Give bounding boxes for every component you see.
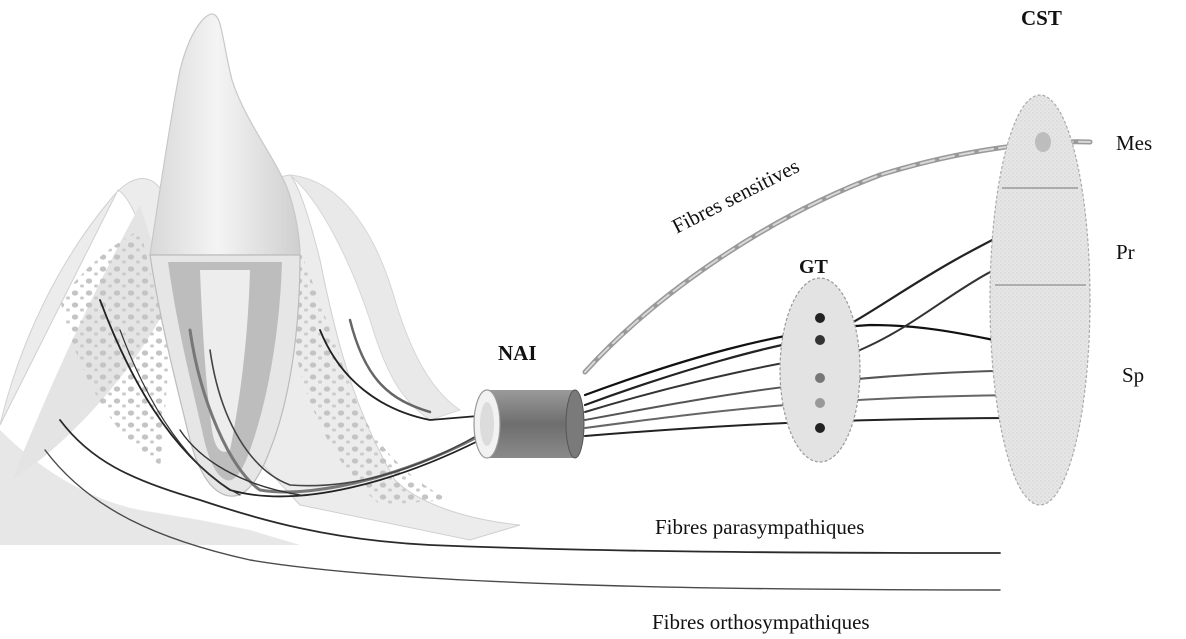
label-gt: GT	[799, 256, 828, 279]
label-cst: CST	[1021, 6, 1062, 31]
label-fibres-parasympathiques: Fibres parasympathiques	[655, 515, 864, 540]
label-sp: Sp	[1122, 363, 1144, 388]
cst-trigeminal-nucleus	[990, 95, 1090, 505]
tooth	[150, 14, 300, 496]
label-mes: Mes	[1116, 131, 1152, 156]
gt-ganglion	[780, 278, 860, 462]
label-pr: Pr	[1116, 240, 1135, 265]
label-nai: NAI	[498, 341, 537, 366]
label-fibres-orthosympathiques: Fibres orthosympathiques	[652, 610, 870, 635]
nai-nerve-bundle	[474, 390, 584, 458]
